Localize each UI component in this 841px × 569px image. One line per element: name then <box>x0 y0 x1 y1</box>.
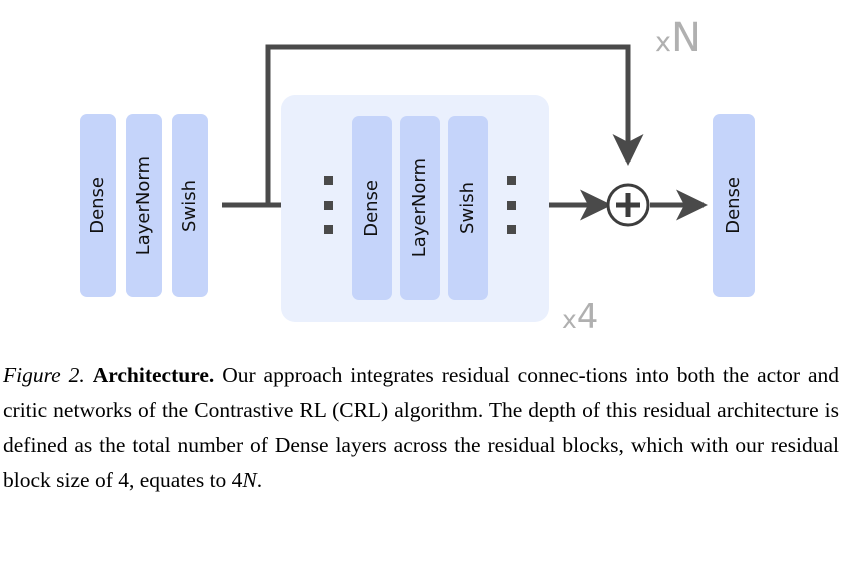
caption-body-part2: . <box>256 468 263 492</box>
residual-add-node <box>606 183 650 227</box>
caption-figure-number: Figure 2. <box>3 363 85 387</box>
output-layer-dense-label: Dense <box>723 177 744 234</box>
repeat-count-n: N <box>670 15 701 61</box>
residual-block-repeat-label: x4 <box>562 300 598 334</box>
repeat-operator-4: x <box>562 305 577 334</box>
residual-block-trailing-ellipsis-icon <box>506 176 517 234</box>
skip-connection-repeat-label: xN <box>655 18 701 58</box>
caption-math-coefficient: 4 <box>231 468 243 492</box>
residual-layer-dense-label: Dense <box>361 179 382 237</box>
residual-layer-layernorm-label: LayerNorm <box>409 158 430 258</box>
residual-layer-dense[interactable]: Dense <box>352 116 392 300</box>
residual-layer-layernorm[interactable]: LayerNorm <box>400 116 440 300</box>
caption-bold-lead: Architecture. <box>92 363 215 387</box>
residual-layer-swish-label: Swish <box>457 182 478 234</box>
input-layer-layernorm-label: LayerNorm <box>133 155 154 256</box>
skip-connection-path <box>265 44 644 207</box>
caption-math-variable: N <box>242 468 257 492</box>
residual-block-leading-ellipsis-icon <box>323 176 334 234</box>
output-layer-dense[interactable]: Dense <box>713 114 755 297</box>
input-layer-swish[interactable]: Swish <box>172 114 208 297</box>
input-layer-dense-label: Dense <box>87 177 108 234</box>
architecture-diagram: Dense LayerNorm Swish Dense LayerNorm Sw… <box>80 18 755 334</box>
repeat-count-4: 4 <box>576 297 599 337</box>
residual-layer-swish[interactable]: Swish <box>448 116 488 300</box>
input-layer-swish-label: Swish <box>179 179 200 232</box>
figure-caption: Figure 2. Architecture. Our approach int… <box>3 358 839 498</box>
input-layer-layernorm[interactable]: LayerNorm <box>126 114 162 297</box>
input-layer-dense[interactable]: Dense <box>80 114 116 297</box>
diagram-connectors <box>222 44 709 227</box>
caption-body-part1: Our approach integrates residual connec-… <box>3 363 840 492</box>
repeat-operator-n: x <box>655 27 671 58</box>
